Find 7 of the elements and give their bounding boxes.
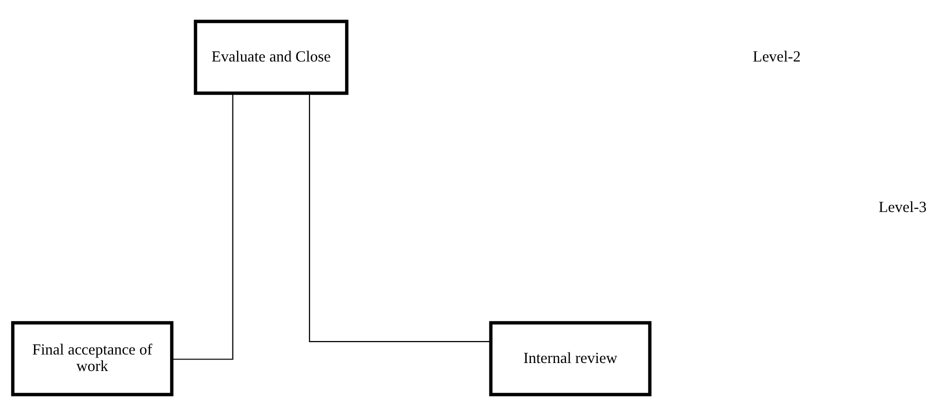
label: Level-3 xyxy=(878,199,927,216)
connector xyxy=(308,93,491,342)
node-box: Final acceptance of work xyxy=(11,321,174,396)
label: Level-2 xyxy=(752,48,801,66)
node-box: Internal review xyxy=(489,321,652,396)
connector xyxy=(172,93,234,360)
node-box: Evaluate and Close xyxy=(194,20,348,95)
